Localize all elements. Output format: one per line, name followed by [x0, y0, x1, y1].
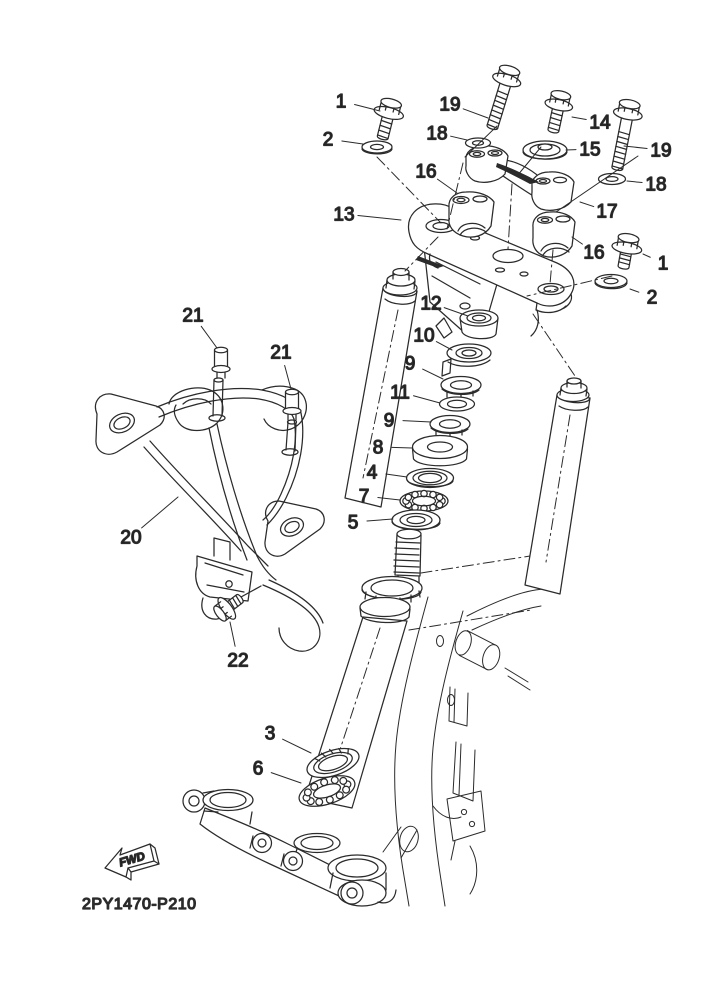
callout-label-20: 20 — [120, 528, 141, 549]
callout-label-16: 16 — [415, 162, 436, 183]
callout-label-3: 3 — [265, 724, 276, 745]
callout-leader-8 — [391, 446, 413, 449]
callout-label-19: 19 — [650, 141, 671, 162]
diagram-code: 2PY1470-P210 — [82, 896, 197, 913]
callout-label-18: 18 — [426, 124, 447, 145]
callout-label-5: 5 — [348, 513, 359, 534]
callout-leader-3 — [282, 738, 312, 754]
bolt-22 — [213, 593, 244, 622]
callout-label-13: 13 — [333, 205, 354, 226]
callout-leader-22 — [229, 621, 236, 647]
steering-stem-cap-12 — [459, 309, 499, 340]
callout-leader-16 — [436, 178, 458, 194]
callout-label-2: 2 — [647, 288, 658, 309]
callout-leader-21 — [200, 325, 218, 349]
bolt-1-right — [611, 232, 643, 270]
callout-label-6: 6 — [253, 759, 264, 780]
washer-18-left — [464, 137, 492, 149]
callout-label-19: 19 — [439, 95, 460, 116]
fwd-arrow: FWD — [104, 843, 160, 881]
washer-2-left — [361, 140, 393, 155]
callout-label-18: 18 — [645, 175, 666, 196]
callout-label-7: 7 — [359, 487, 370, 508]
ring-nut-9-upper — [440, 375, 482, 400]
callout-label-4: 4 — [367, 463, 378, 484]
callout-label-22: 22 — [227, 651, 248, 672]
callout-leader-6 — [270, 772, 302, 784]
fork-tube-right — [524, 377, 591, 595]
callout-leader-7 — [377, 497, 401, 501]
callout-label-16: 16 — [583, 243, 604, 264]
ring-nut-9-lower — [429, 414, 471, 439]
callout-leader-1 — [354, 103, 381, 112]
callout-leader-13 — [357, 214, 402, 221]
handlebar-holder-upper-17 — [465, 145, 575, 211]
ball-bearing-6 — [298, 775, 356, 807]
headlight-stay-bracket — [94, 377, 325, 652]
callout-label-9: 9 — [384, 411, 395, 432]
callout-leader-11 — [412, 395, 441, 404]
bearing-race-4 — [405, 467, 455, 489]
callout-label-21: 21 — [270, 343, 291, 364]
bearing-cover-8 — [411, 434, 469, 467]
callout-label-14: 14 — [589, 113, 611, 134]
callout-leader-5 — [366, 518, 394, 522]
callout-label-17: 17 — [596, 202, 617, 223]
callout-label-21: 21 — [182, 306, 203, 327]
bearing-race-3 — [306, 747, 360, 779]
callout-label-9: 9 — [405, 354, 416, 375]
handlebar-clamp-16-right — [532, 211, 576, 258]
frame-head-tube — [382, 588, 545, 907]
callout-leader-10 — [435, 341, 453, 351]
handlebar-clamp-16-left — [448, 191, 495, 238]
callout-leader-9 — [402, 420, 432, 423]
damper-21-left — [211, 346, 231, 379]
lock-washer-10 — [441, 343, 492, 377]
dust-seal-5 — [391, 509, 441, 531]
callout-leader-21 — [284, 365, 292, 390]
washer-18-right — [597, 172, 627, 186]
fork-tube-left — [344, 267, 418, 508]
bolt-19-right — [611, 98, 643, 172]
callout-label-1: 1 — [336, 92, 347, 113]
washer-11 — [438, 396, 476, 412]
callout-leader-19 — [462, 108, 489, 119]
callout-label-12: 12 — [420, 294, 441, 315]
bolt-19-left — [486, 64, 522, 131]
callout-leader-2 — [341, 140, 364, 145]
callout-leader-18 — [450, 135, 468, 141]
alignment-axes — [376, 125, 639, 631]
callout-label-10: 10 — [413, 326, 434, 347]
callout-leader-19 — [623, 145, 648, 149]
washer-15 — [522, 140, 568, 160]
callout-label-8: 8 — [373, 438, 384, 459]
callout-label-2: 2 — [323, 130, 334, 151]
callout-label-11: 11 — [390, 383, 410, 404]
bolt-1-left — [373, 97, 404, 141]
callout-leader-1 — [642, 253, 651, 258]
ball-bearing-7 — [399, 489, 449, 513]
damper-21-right — [282, 388, 302, 421]
callout-leader-18 — [626, 180, 643, 184]
callout-leader-20 — [141, 496, 179, 529]
callout-label-1: 1 — [658, 254, 669, 275]
callout-leader-4 — [385, 473, 408, 478]
bolt-14 — [544, 89, 574, 134]
callout-label-15: 15 — [579, 140, 600, 161]
callout-leader-9 — [422, 368, 444, 380]
lower-bracket — [182, 788, 397, 907]
callout-leader-16 — [571, 236, 583, 245]
callout-leader-2 — [629, 288, 640, 293]
callout-leader-14 — [571, 116, 587, 121]
callout-leader-12 — [443, 307, 469, 317]
callout-leader-17 — [579, 201, 595, 208]
